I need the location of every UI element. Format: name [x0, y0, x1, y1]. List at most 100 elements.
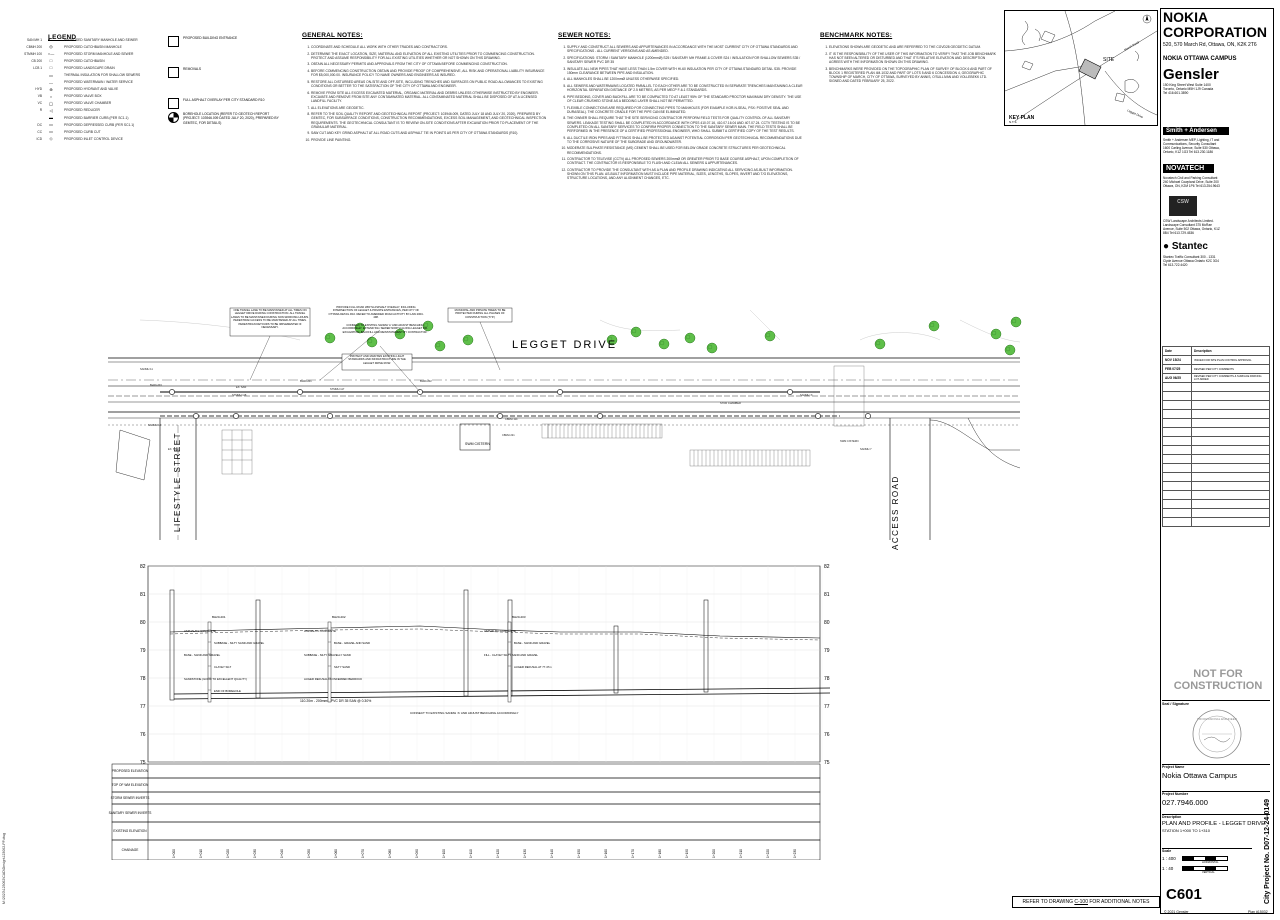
client-block: NOKIA CORPORATION 520, 570 March Rd, Ott…	[1163, 10, 1271, 96]
chainage-label: 1+220	[766, 849, 770, 858]
manhole-icon	[233, 413, 239, 419]
revision-row-empty	[1162, 463, 1270, 473]
note-item: REMOVE FROM SITE ALL EXCESS EXCAVATED MA…	[311, 91, 550, 104]
chainage-label: 1+120	[496, 849, 500, 858]
legend-right-item: FULL ASPHALT OVERLAY PER CITY STANDARD R…	[168, 98, 286, 109]
revision-row-empty	[1162, 481, 1270, 491]
revision-row-empty	[1162, 499, 1270, 509]
not-for-construction-stamp: NOT FOR CONSTRUCTION	[1173, 668, 1263, 692]
note-item: SAW CUT AND KEY GRIND ASPHALT AT ALL ROA…	[311, 131, 550, 135]
elevation-label: 82	[824, 564, 830, 570]
chainage-label: 1+170	[631, 849, 635, 858]
profile-connect-note: CONNECT TO EXISTING SANMH 'A' AND ADJUST…	[410, 711, 519, 715]
legend-symbol-icon: ▬	[49, 115, 53, 121]
tree-icon	[990, 328, 1002, 340]
profile-row-label: PROPOSED ELEVATION	[112, 769, 149, 773]
scale-vertical: 1 : 40	[1162, 866, 1174, 871]
tree-icon	[324, 332, 336, 344]
legend-symbol-icon: □	[49, 58, 53, 64]
note-item: REFER TO THE SOIL QUALITY REPORT AND GEO…	[311, 112, 550, 129]
elevation-label: 79	[824, 648, 830, 654]
chainage-label: 1+160	[604, 849, 608, 858]
note-item: SPECIFICATIONS: STORM / SANITARY MANHOLE…	[567, 56, 804, 64]
engineer-seal: PROFESSIONAL ENGINEER	[1192, 709, 1242, 759]
legend-symbol-icon: ▭	[49, 72, 53, 78]
manhole-icon	[815, 413, 821, 419]
svg-text:END OF BOREHOLE: END OF BOREHOLE	[214, 689, 241, 693]
street-name-access: ACCESS ROAD	[891, 475, 900, 550]
street-name-legget: LEGGET DRIVE	[512, 339, 617, 351]
refer-drawing-link[interactable]: C-100	[1074, 899, 1088, 905]
client-address: 520, 570 March Rd, Ottawa, ON, K2K 2T6	[1163, 42, 1257, 48]
tree-markers	[324, 316, 1022, 356]
legend-item: R◁PROPOSED REDUCER	[39, 107, 100, 113]
revision-row-empty	[1162, 445, 1270, 455]
manhole-icon	[497, 413, 503, 419]
profile-row-label: EXISTING ELEVATION	[113, 829, 147, 833]
key-plan-road-label: March Road	[1124, 40, 1140, 52]
legend-right-item: BOREHOLE LOCATION (REFER TO GEOTECH REPO…	[168, 112, 286, 125]
legend-symbol-icon: ●—	[47, 37, 55, 43]
plan-callouts: ONE TRAVEL LANE TO BE MAINTAINED AT ALL …	[229, 306, 513, 393]
svg-text:ASPHALTIC CONCRETE: ASPHALTIC CONCRETE	[184, 629, 216, 633]
consultant-stantec-text: Stantec Traffic Consultant 300 - 1331 Cl…	[1163, 255, 1219, 267]
street-name-lifestyle: LIFESTYLE STREET	[173, 432, 182, 532]
manhole-markers	[169, 389, 871, 419]
revision-row-empty	[1162, 508, 1270, 518]
legend-item: ▭THERMAL INSULATION FOR SHALLOW SEWERS	[22, 71, 140, 78]
note-item: OBTAIN ALL NECESSARY PERMITS AND APPROVA…	[311, 62, 550, 66]
elevation-label: 80	[140, 620, 146, 626]
revision-row-empty	[1162, 382, 1270, 392]
project-number-block: Project Number 027.7946.000	[1162, 791, 1270, 807]
plan-label: EX. STM	[168, 447, 178, 451]
revision-row-empty	[1162, 391, 1270, 401]
chainage-label: 1+210	[739, 849, 743, 858]
legend-item: ICD◇PROPOSED INLET CONTROL DEVICE	[36, 136, 124, 142]
legend-faint-column	[196, 36, 198, 146]
consultants: Smith + Andersen Smith + Andersen MEP, L…	[1163, 127, 1271, 267]
elevation-label: 81	[824, 592, 830, 598]
tree-icon	[630, 326, 642, 338]
manhole-icon	[169, 389, 175, 395]
chainage-label: 1+140	[550, 849, 554, 858]
plan-label: CBMH 221	[502, 433, 515, 437]
plan-label: SANMH 10	[148, 423, 162, 427]
title-block	[1160, 8, 1274, 914]
callout-travel-lane: ONE TRAVEL LANE TO BE MAINTAINED AT ALL …	[231, 309, 309, 330]
legend-item: HYD⊕PROPOSED HYDRANT AND VALVE	[35, 86, 119, 92]
svg-text:SUBBASE - SILTY GRAVELLY SAND: SUBBASE - SILTY GRAVELLY SAND	[304, 653, 351, 657]
elevation-label: 78	[824, 676, 830, 682]
note-item: SUPPLY AND CONSTRUCT ALL SEWERS AND APPU…	[567, 45, 804, 53]
note-item: RESTORE ALL DISTURBED AREAS ON-SITE AND …	[311, 80, 550, 88]
chainage-label: 1+100	[442, 849, 446, 858]
plan-label: EX. SAN	[236, 385, 246, 389]
legend-item: VB○PROPOSED VALVE BOX	[37, 93, 102, 99]
note-item: FLEXIBLE CONNECTIONS ARE REQUIRED FOR CO…	[567, 106, 804, 114]
plan-label: BH20-201	[300, 379, 312, 383]
project-name-block: Project Name Nokia Ottawa Campus	[1162, 764, 1270, 780]
revision-row-empty	[1162, 418, 1270, 428]
refer-note: REFER TO DRAWING C-100 FOR ADDITIONAL NO…	[1012, 896, 1160, 908]
tree-icon	[462, 334, 474, 346]
city-project-number: City Project No. D07-12-24-0149	[1264, 798, 1271, 904]
tree-icon	[394, 328, 406, 340]
legend-item: VC◯PROPOSED VALVE CHAMBER	[37, 100, 112, 106]
legend-item: SAN MH 1●—PROPOSED SANITARY MANHOLE AND …	[26, 37, 138, 43]
legend-symbol-icon	[168, 112, 179, 123]
legend-list: SAN MH 1●—PROPOSED SANITARY MANHOLE AND …	[22, 36, 140, 142]
note-item: PIPE BEDDING, COVER AND BACKFILL ARE TO …	[567, 95, 804, 103]
chainage-label: 1+070	[361, 849, 365, 858]
rev-header-date: Date	[1162, 346, 1192, 356]
note-item: ALL SEWERS AND WATERMAINS LOCATED PARALL…	[567, 84, 804, 92]
chainage-label: 1+190	[685, 849, 689, 858]
legend-title: LEGEND	[48, 34, 77, 41]
chainage-label: 1+200	[712, 849, 716, 858]
legend-symbol-icon: ◎	[49, 44, 53, 50]
cistern-label: SWM CISTERN	[465, 442, 490, 446]
plan-number: Plan #15032	[1248, 910, 1268, 914]
file-path: M:\2023\123062\CAD\Design\123062-PP.dwg	[2, 833, 6, 904]
callout-connect: CONNECT TO EXISTING SANMH 'A' AND ADJUST…	[342, 324, 428, 334]
key-plan-road-label: Legget Drive	[1127, 108, 1144, 119]
